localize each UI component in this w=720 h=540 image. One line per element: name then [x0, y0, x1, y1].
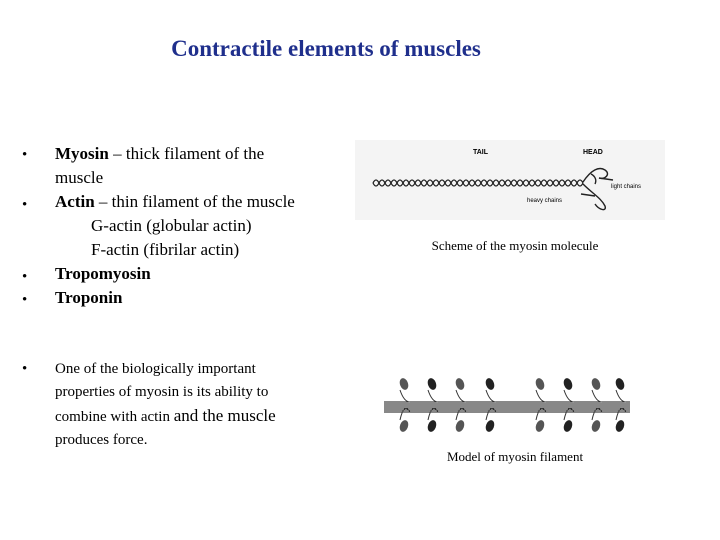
myosin-head-mark [535, 378, 545, 390]
term-troponin: Troponin [55, 288, 123, 307]
label-tail: TAIL [473, 149, 489, 156]
myosin-neck-mark [455, 389, 467, 403]
para-line: and the muscle [173, 406, 276, 425]
bullet-marker: • [22, 147, 28, 163]
myosin-neck-mark [485, 389, 497, 403]
term-actin: Actin [55, 192, 95, 211]
term-myosin: Myosin [55, 144, 109, 163]
myosin-head-mark [485, 378, 495, 390]
filament-backbone [384, 401, 630, 413]
myosin-molecule-figure: TAIL HEAD light chains heavy chains [355, 140, 665, 220]
myosin-description: – thick filament of the [108, 144, 265, 163]
list-item-tropomyosin: Tropomyosin [55, 262, 151, 286]
myosin-neck-mark [455, 407, 467, 421]
myosin-head-mark [615, 420, 625, 432]
myosin-neck-mark [427, 407, 439, 421]
paragraph-myosin-property: One of the biologically important proper… [55, 358, 325, 452]
myosin-head-mark [615, 378, 625, 390]
myosin-neck-mark [591, 407, 603, 421]
myosin-head-mark [563, 420, 573, 432]
para-line: combine with actin [55, 409, 174, 425]
bullet-marker: • [22, 197, 28, 213]
myosin-head-mark [427, 378, 437, 390]
bullet-marker: • [22, 292, 28, 308]
myosin-neck-mark [485, 407, 497, 421]
myosin-head-mark [535, 420, 545, 432]
myosin-head-mark [399, 378, 409, 390]
myosin-neck-mark [563, 407, 575, 421]
myosin-head-mark [563, 378, 573, 390]
label-light-chains: light chains [611, 184, 641, 190]
label-head: HEAD [583, 149, 603, 156]
myosin-neck-mark [591, 389, 603, 403]
myosin-tail-coil [372, 179, 584, 187]
myosin-neck-mark [535, 389, 547, 403]
bullet-marker: • [22, 269, 28, 285]
list-item-actin: Actin – thin filament of the muscle [55, 190, 295, 214]
myosin-filament-figure [384, 378, 630, 432]
myosin-head-mark [399, 420, 409, 432]
myosin-head-mark [427, 420, 437, 432]
label-heavy-chains: heavy chains [527, 198, 562, 204]
myosin-neck-mark [535, 407, 547, 421]
sub-item-f-actin: F-actin (fibrilar actin) [91, 240, 240, 259]
myosin-description-cont: muscle [55, 168, 104, 187]
sub-item-g-actin: G-actin (globular actin) [91, 216, 252, 235]
actin-description: – thin filament of the muscle [94, 192, 295, 211]
bullet-marker: • [22, 361, 28, 377]
myosin-head-mark [591, 378, 601, 390]
myosin-neck-mark [399, 407, 411, 421]
myosin-neck-mark [427, 389, 439, 403]
myosin-head [580, 167, 614, 211]
myosin-head-mark [485, 420, 495, 432]
para-line: One of the biologically important [55, 361, 256, 377]
myosin-neck-mark [615, 407, 627, 421]
list-item-myosin: Myosin – thick filament of the muscle [55, 142, 264, 190]
para-line: properties of myosin is its ability to [55, 384, 269, 400]
figure1-caption: Scheme of the myosin molecule [431, 238, 599, 253]
page-title: Contractile elements of muscles [171, 36, 481, 61]
myosin-head-mark [455, 420, 465, 432]
term-tropomyosin: Tropomyosin [55, 264, 151, 283]
myosin-head-mark [455, 378, 465, 390]
para-line: produces force. [55, 432, 148, 448]
list-item-troponin: Troponin [55, 286, 122, 310]
myosin-head-mark [591, 420, 601, 432]
myosin-neck-mark [399, 389, 411, 403]
filament-myosin-heads [399, 378, 627, 432]
myosin-neck-mark [615, 389, 627, 403]
myosin-neck-mark [563, 389, 575, 403]
figure2-caption: Model of myosin filament [446, 449, 584, 464]
